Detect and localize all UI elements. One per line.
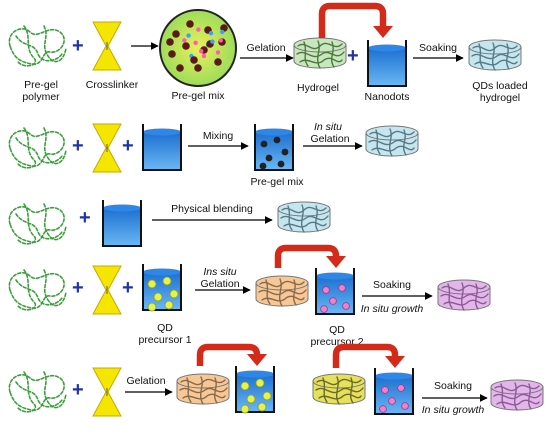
in-situ-growth-label: In situ growth [361,303,424,315]
orange-hydrogel-icon [255,275,309,307]
in-situ-label: In situ [314,121,342,133]
pre-gel-polymer-icon [8,25,67,67]
crosslinker-icon [92,367,122,417]
plus-sign: + [72,35,84,57]
pre-gel-polymer-icon [8,371,67,413]
qd-precursor-2-beaker-icon [315,268,355,315]
gelation-label: Gelation [126,375,165,387]
crosslinker-icon [92,123,122,173]
soaking-label: Soaking [434,380,472,392]
pre-gel-mix-label: Pre-gel mix [250,176,304,188]
violet-hydrogel-icon [437,279,491,311]
ins-situ-label: Ins situ [203,266,236,278]
gelation-label: Gelation [200,278,239,290]
yellow-hydrogel-icon [312,373,366,405]
physical-blending-label: Physical blending [171,203,253,215]
hydrogel-icon [293,37,347,69]
qd-precursor-1-beaker-icon [142,264,182,312]
pre-gel-mix-label: Pre-gel mix [171,90,225,102]
crosslinker-icon [92,265,122,315]
pre-gel-mix-beaker-icon [254,124,294,171]
water-beaker-icon [142,124,182,171]
crosslinker-icon [92,21,122,71]
pre-gel-mix-icon [159,9,237,87]
plus-sign: + [347,45,359,67]
in-situ-growth-label: In situ growth [422,404,485,416]
gelation-label: Gelation [246,42,285,54]
nanodots-label: Nanodots [365,91,410,103]
qds-loaded-hydrogel-icon [468,39,522,71]
pre-gel-polymer-icon [8,269,67,311]
row-2: + + Mixing Pre-gel mix In situ Gelation [8,121,419,188]
row-5: + Gelation Soaking In situ growth [8,343,544,417]
red-curved-arrow-icon [274,244,346,268]
mixing-label: Mixing [203,130,234,142]
plus-sign: + [122,135,134,157]
qd-precursor-1-beaker-icon [235,366,275,414]
plus-sign: + [72,135,84,157]
gelation-label: Gelation [310,133,349,145]
pre-gel-polymer-icon [8,127,67,169]
plus-sign: + [72,277,84,299]
plus-sign: + [72,379,84,401]
pre-gel-polymer-icon [8,203,67,245]
nanodots-beaker-icon [367,40,407,87]
water-beaker-icon [102,200,142,247]
red-curved-arrow-icon [318,2,393,38]
red-curved-arrow-icon [332,343,405,368]
crosslinker-label: Crosslinker [86,79,139,91]
row-3: + Physical blending [8,200,331,247]
soaking-label: Soaking [419,42,457,54]
hydrogel-product-icon [365,125,419,157]
soaking-label: Soaking [373,279,411,291]
red-curved-arrow-icon [196,343,267,366]
hydrogel-label: Hydrogel [297,82,339,94]
qd-precursor-2-beaker-icon [374,368,414,415]
violet-hydrogel-icon [490,379,544,411]
plus-sign: + [79,207,91,229]
orange-hydrogel-icon [176,373,230,405]
hydrogel-product-icon [277,201,331,233]
plus-sign: + [122,277,134,299]
